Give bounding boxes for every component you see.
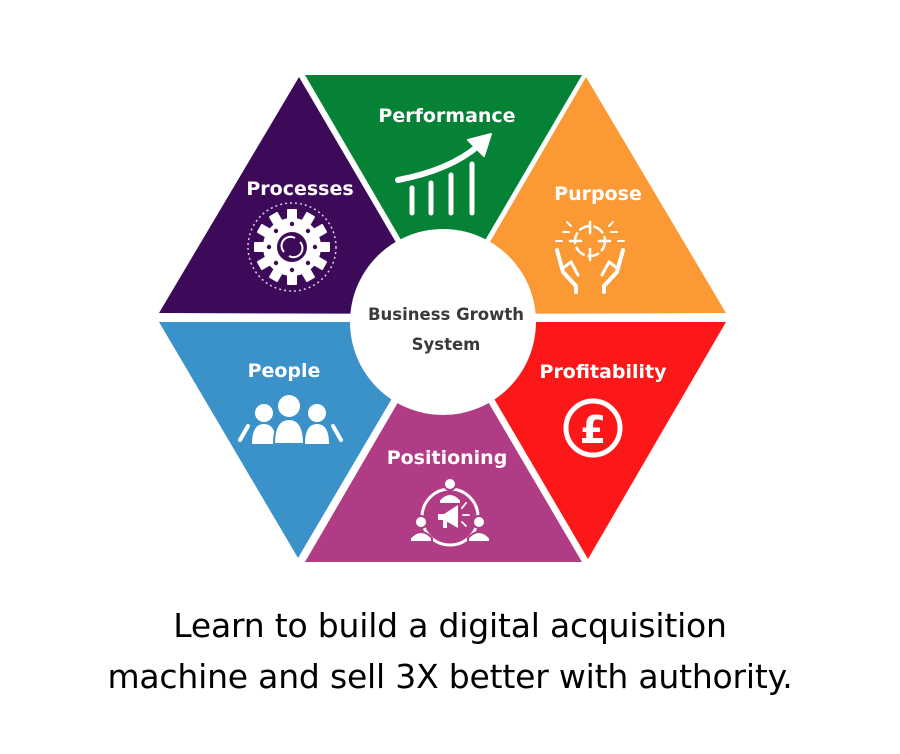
segment-purpose (448, 77, 726, 314)
label-performance: Performance (378, 105, 515, 127)
growth-chart-icon (395, 133, 492, 216)
segment-processes (159, 77, 438, 314)
caption-line-2: machine and sell 3X better with authorit… (107, 657, 793, 696)
caption-line-1: Learn to build a digital acquisition (173, 606, 727, 645)
gear-cycle-icon (247, 202, 337, 292)
target-hands-icon (555, 220, 625, 294)
segment-profitability (449, 322, 726, 559)
segment-positioning (305, 325, 582, 562)
label-profitability: Profitability (540, 361, 668, 383)
pound-coin-icon: £ (563, 398, 623, 458)
center-label-line2: System (412, 335, 481, 354)
label-people: People (248, 360, 321, 382)
segment-performance (305, 75, 582, 312)
label-positioning: Positioning (387, 447, 508, 469)
group-people-icon (238, 395, 343, 445)
business-growth-hexagon-diagram: Business Growth System Performance Purpo… (159, 75, 726, 562)
megaphone-network-icon (409, 477, 491, 547)
label-processes: Processes (246, 178, 353, 200)
label-purpose: Purpose (554, 183, 642, 205)
center-circle (350, 229, 536, 415)
center-label-line1: Business Growth (368, 305, 524, 324)
svg-text:£: £ (580, 408, 606, 452)
